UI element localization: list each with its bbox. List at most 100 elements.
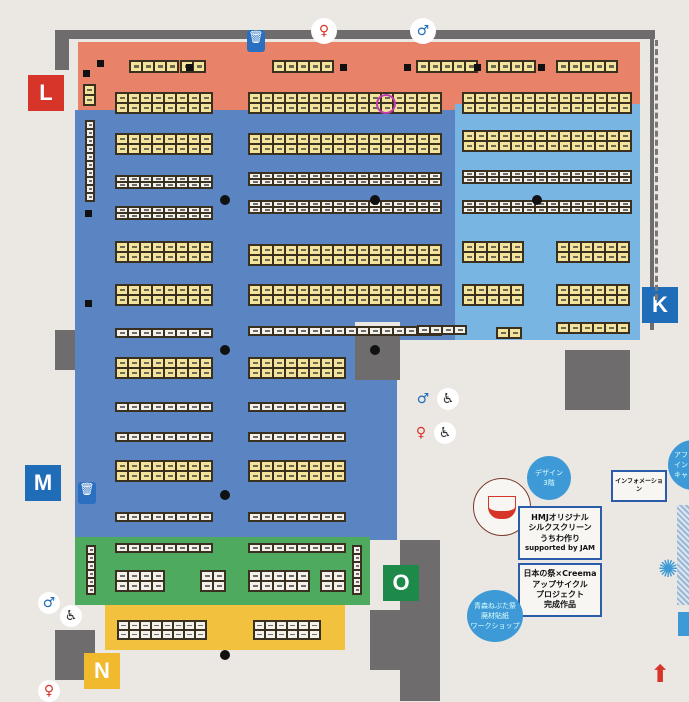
booth[interactable] [86,161,94,169]
booth[interactable] [140,461,152,471]
booth[interactable] [188,368,200,378]
booth[interactable] [116,433,128,441]
booth[interactable] [285,207,297,213]
booth[interactable] [369,173,381,179]
booth[interactable] [285,255,297,265]
booth[interactable] [276,630,287,639]
booth[interactable] [273,461,285,471]
booth[interactable] [321,403,333,411]
booth[interactable] [176,285,188,295]
booth[interactable] [571,141,583,151]
booth[interactable] [369,285,381,295]
booth[interactable] [128,144,140,154]
booth[interactable] [173,621,184,630]
booth[interactable] [116,571,128,581]
booth[interactable] [116,295,128,305]
booth[interactable] [273,245,285,255]
booth[interactable] [345,103,357,113]
booth[interactable] [357,255,369,265]
booth[interactable] [176,134,188,144]
booth[interactable] [128,368,140,378]
booth[interactable] [369,134,381,144]
booth[interactable] [393,144,405,154]
booth[interactable] [619,207,631,213]
booth[interactable] [249,255,261,265]
booth[interactable] [345,134,357,144]
booth[interactable] [297,93,309,103]
booth[interactable] [200,207,212,213]
booth[interactable] [511,201,523,207]
booth[interactable] [353,586,361,594]
booth[interactable] [581,252,593,262]
booth[interactable] [321,179,333,185]
booth[interactable] [265,621,276,630]
booth[interactable] [569,285,581,295]
booth[interactable] [273,103,285,113]
booth[interactable] [617,285,629,295]
booth[interactable] [535,177,547,183]
booth[interactable] [297,179,309,185]
booth[interactable] [321,544,333,552]
booth[interactable] [523,207,535,213]
booth[interactable] [333,358,345,368]
booth[interactable] [605,323,617,333]
booth[interactable] [429,245,441,255]
booth[interactable] [607,93,619,103]
booth[interactable] [595,141,607,151]
booth[interactable] [569,323,581,333]
booth[interactable] [309,621,320,630]
booth[interactable] [381,134,393,144]
booth[interactable] [285,295,297,305]
booth[interactable] [463,131,475,141]
booth[interactable] [581,295,593,305]
booth[interactable] [195,630,206,639]
booth[interactable] [321,581,333,591]
booth[interactable] [87,570,95,578]
booth[interactable] [86,177,94,185]
booth[interactable] [116,103,128,113]
booth[interactable] [261,201,273,207]
booth[interactable] [261,461,273,471]
booth[interactable] [176,182,188,188]
booth[interactable] [116,134,128,144]
booth[interactable] [176,144,188,154]
booth[interactable] [321,144,333,154]
booth[interactable] [593,61,605,72]
booth[interactable] [129,621,140,630]
booth[interactable] [475,285,487,295]
booth[interactable] [164,433,176,441]
booth[interactable] [297,245,309,255]
booth[interactable] [249,368,261,378]
booth[interactable] [583,103,595,113]
booth[interactable] [176,544,188,552]
booth[interactable] [261,358,273,368]
booth[interactable] [86,121,94,129]
booth[interactable] [429,295,441,305]
booth[interactable] [116,242,128,252]
booth[interactable] [369,207,381,213]
booth[interactable] [128,93,140,103]
booth[interactable] [593,242,605,252]
booth[interactable] [475,242,487,252]
booth[interactable] [511,207,523,213]
booth[interactable] [140,403,152,411]
booth[interactable] [116,461,128,471]
booth[interactable] [261,93,273,103]
booth[interactable] [353,578,361,586]
booth[interactable] [309,103,321,113]
booth[interactable] [583,177,595,183]
booth[interactable] [583,141,595,151]
booth[interactable] [321,173,333,179]
booth[interactable] [381,179,393,185]
booth[interactable] [463,177,475,183]
booth[interactable] [116,213,128,219]
booth[interactable] [164,182,176,188]
booth[interactable] [261,103,273,113]
booth[interactable] [381,295,393,305]
booth[interactable] [453,61,465,72]
booth[interactable] [619,177,631,183]
booth[interactable] [345,144,357,154]
booth[interactable] [605,285,617,295]
booth[interactable] [321,207,333,213]
booth[interactable] [309,513,321,521]
